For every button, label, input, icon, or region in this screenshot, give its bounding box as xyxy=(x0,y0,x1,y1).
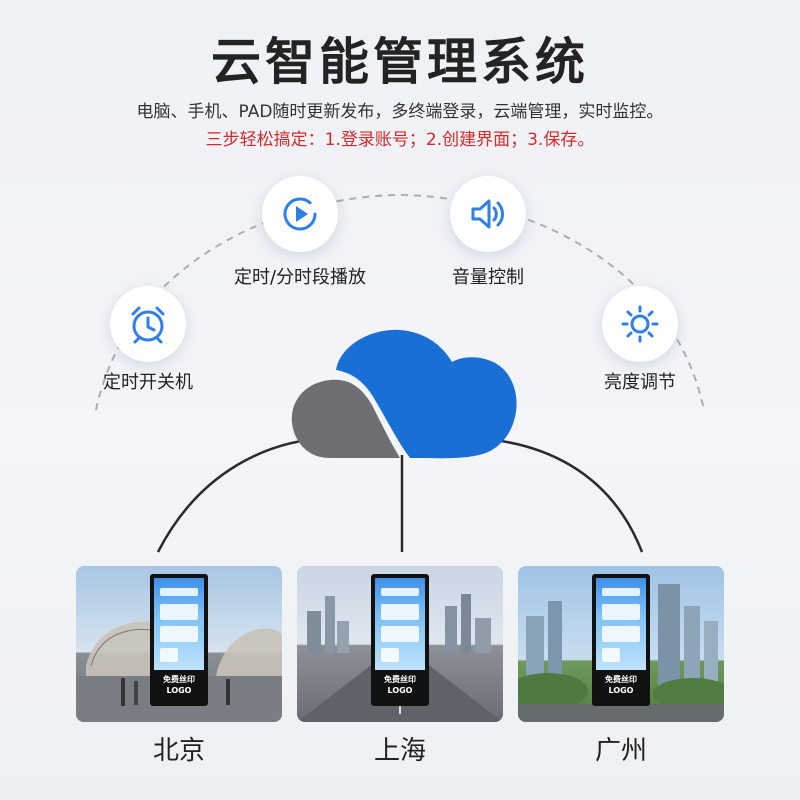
sun-icon xyxy=(621,305,659,343)
photo-shanghai: 免费丝印 LOGO xyxy=(297,566,503,722)
feature-volume-circle xyxy=(450,176,526,252)
feature-label-volume: 音量控制 xyxy=(452,267,524,288)
photo-beijing: 免费丝印 LOGO xyxy=(76,566,282,722)
kiosk-beijing: 免费丝印 LOGO xyxy=(150,574,208,706)
steps-text: 三步轻松搞定：1.登录账号；2.创建界面；3.保存。 xyxy=(205,130,595,150)
cloud-blue-part xyxy=(336,329,517,459)
kiosk-guangzhou: 免费丝印 LOGO xyxy=(592,574,650,706)
city-label-shanghai: 上海 xyxy=(373,736,426,766)
kiosk-logo-text: 免费丝印 LOGO xyxy=(384,675,416,695)
feature-label-brightness: 亮度调节 xyxy=(604,372,676,393)
play-icon xyxy=(283,197,317,231)
kiosk-screen xyxy=(596,578,646,670)
cloud-gray-part xyxy=(291,379,400,458)
city-label-guangzhou: 广州 xyxy=(594,736,647,766)
kiosk-shanghai: 免费丝印 LOGO xyxy=(371,574,429,706)
kiosk-screen xyxy=(154,578,204,670)
feature-brightness-circle xyxy=(602,286,678,362)
kiosk-logo-text: 免费丝印 LOGO xyxy=(605,675,637,695)
speaker-icon xyxy=(471,199,504,229)
line-beijing xyxy=(156,436,331,553)
tower-scene xyxy=(518,584,724,722)
page-subtitle: 电脑、手机、PAD随时更新发布，多终端登录，云端管理，实时监控。 xyxy=(136,102,664,122)
feature-alarm-circle xyxy=(110,286,186,362)
feature-label-timed-playback: 定时/分时段播放 xyxy=(233,267,367,288)
feature-play-circle xyxy=(262,176,338,252)
kiosk-screen xyxy=(375,578,425,670)
photo-guangzhou: 免费丝印 LOGO xyxy=(518,566,724,722)
page-title: 云智能管理系统 xyxy=(211,33,589,91)
alarm-clock-icon xyxy=(131,306,165,344)
line-guangzhou xyxy=(467,436,644,553)
city-label-beijing: 北京 xyxy=(152,736,205,766)
kiosk-logo-text: 免费丝印 LOGO xyxy=(163,675,195,695)
feature-label-power-schedule: 定时开关机 xyxy=(103,372,193,393)
